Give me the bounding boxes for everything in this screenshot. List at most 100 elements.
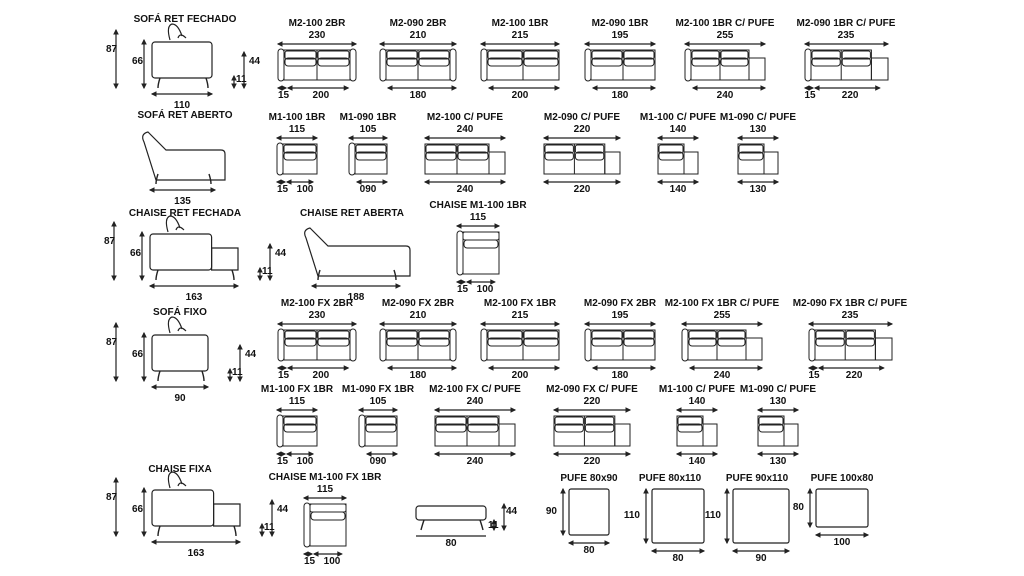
width-arrow: [277, 406, 317, 414]
module-top-view: [585, 48, 655, 82]
width-dimension: 115: [469, 212, 487, 223]
depth-arrow: [585, 84, 655, 92]
width-arrow: [380, 40, 456, 48]
width-arrow: [359, 406, 397, 414]
width-dimension: 105: [369, 396, 387, 407]
side-view-title: SOFÁ RET ABERTO: [137, 110, 233, 121]
module-label: M1-090 FX 1BR: [341, 384, 415, 395]
module-top-view: [685, 48, 765, 82]
leg-dimension: 11: [232, 367, 243, 378]
module-top-view: [278, 328, 356, 362]
width-arrow: [435, 406, 515, 414]
depth-arrow: [738, 178, 778, 186]
back-height-dimension: 66: [132, 56, 144, 67]
seat-dimension: 240: [716, 90, 734, 101]
seat-dimension: 090: [369, 456, 387, 467]
width-arrow: [682, 320, 762, 328]
width-arrow: [685, 40, 765, 48]
side-view: [110, 214, 308, 294]
seat-dimension: 200: [312, 370, 330, 381]
width-dimension: 130: [769, 396, 787, 407]
module-top-view: [304, 502, 346, 548]
depth-arrow: [380, 84, 456, 92]
seat-dimension: 220: [841, 90, 859, 101]
depth-arrow: [277, 450, 317, 458]
depth-dimension: 163: [185, 292, 203, 303]
pouf-side-view: [410, 500, 510, 540]
module-top-view: [359, 414, 397, 448]
module-label: M1-100 FX 1BR: [260, 384, 334, 395]
module-top-view: [677, 414, 717, 448]
side-view-title: CHAISE FIXA: [148, 464, 212, 475]
width-dimension: 115: [288, 396, 306, 407]
pufe-width-dimension: 100: [833, 537, 851, 548]
pufe-label: PUFE 80x110: [638, 473, 702, 484]
height-dimension: 87: [104, 236, 116, 247]
module-top-view: [544, 142, 620, 176]
width-dimension: 215: [511, 30, 529, 41]
depth-dimension: 188: [347, 292, 365, 303]
leg-dimension: 11: [236, 74, 247, 85]
seat-dimension: 100: [476, 284, 494, 295]
depth-dimension: 110: [173, 100, 191, 111]
arm-dimension: 15: [277, 184, 289, 195]
width-dimension: 220: [583, 396, 601, 407]
depth-arrow: [349, 178, 387, 186]
back-height-dimension: 66: [130, 248, 142, 259]
height-dimension: 87: [106, 492, 118, 503]
height-dimension: 87: [106, 337, 118, 348]
module-top-view: [277, 142, 317, 176]
seat-dimension: 100: [323, 556, 341, 567]
pufe-label: PUFE 100x80: [810, 473, 874, 484]
depth-arrow: [658, 178, 698, 186]
depth-arrow: [544, 178, 620, 186]
width-arrow: [457, 222, 499, 230]
module-label: M1-090 C/ PUFE: [719, 112, 797, 123]
width-arrow: [277, 134, 317, 142]
seat-dimension: 240: [456, 184, 474, 195]
pufe-depth-dimension: 80: [792, 502, 804, 513]
width-dimension: 105: [359, 124, 377, 135]
width-arrow: [758, 406, 798, 414]
depth-arrow: [585, 364, 655, 372]
module-label: M1-090 1BR: [339, 112, 397, 123]
pufe-width-dimension: 80: [583, 545, 595, 556]
width-dimension: 115: [316, 484, 334, 495]
module-top-view: [435, 414, 515, 448]
seat-dimension: 180: [611, 90, 629, 101]
width-arrow: [805, 40, 888, 48]
back-height-dimension: 66: [132, 504, 144, 515]
depth-arrow: [481, 84, 559, 92]
pufe-top-view: [806, 489, 870, 539]
module-label: CHAISE M1-100 1BR: [429, 200, 527, 211]
seat-dimension: 220: [573, 184, 591, 195]
module-top-view: [554, 414, 630, 448]
seat-dimension: 200: [511, 370, 529, 381]
module-top-view: [585, 328, 655, 362]
depth-arrow: [277, 178, 317, 186]
module-label: M2-090 FX 2BR: [583, 298, 657, 309]
width-dimension: 215: [511, 310, 529, 321]
side-view-title: SOFÁ FIXO: [153, 307, 207, 318]
module-label: M2-090 C/ PUFE: [543, 112, 621, 123]
module-label: M2-100 1BR C/ PUFE: [675, 18, 775, 29]
module-top-view: [481, 328, 559, 362]
pufe-width-dimension: 80: [672, 553, 684, 564]
width-dimension: 230: [308, 30, 326, 41]
module-top-view: [278, 48, 356, 82]
module-label: M1-100 C/ PUFE: [658, 384, 736, 395]
seat-dimension: 180: [611, 370, 629, 381]
width-arrow: [554, 406, 630, 414]
seat-dimension: 220: [845, 370, 863, 381]
seat-dimension: 200: [312, 90, 330, 101]
module-top-view: [380, 328, 456, 362]
pufe-top-view: [559, 489, 611, 547]
width-arrow: [278, 40, 356, 48]
width-dimension: 240: [456, 124, 474, 135]
width-dimension: 235: [837, 30, 855, 41]
side-view: [272, 214, 470, 294]
arm-dimension: 15: [278, 370, 290, 381]
width-arrow: [809, 320, 892, 328]
module-top-view: [380, 48, 456, 82]
side-view-title: CHAISE RET ABERTA: [300, 208, 404, 219]
